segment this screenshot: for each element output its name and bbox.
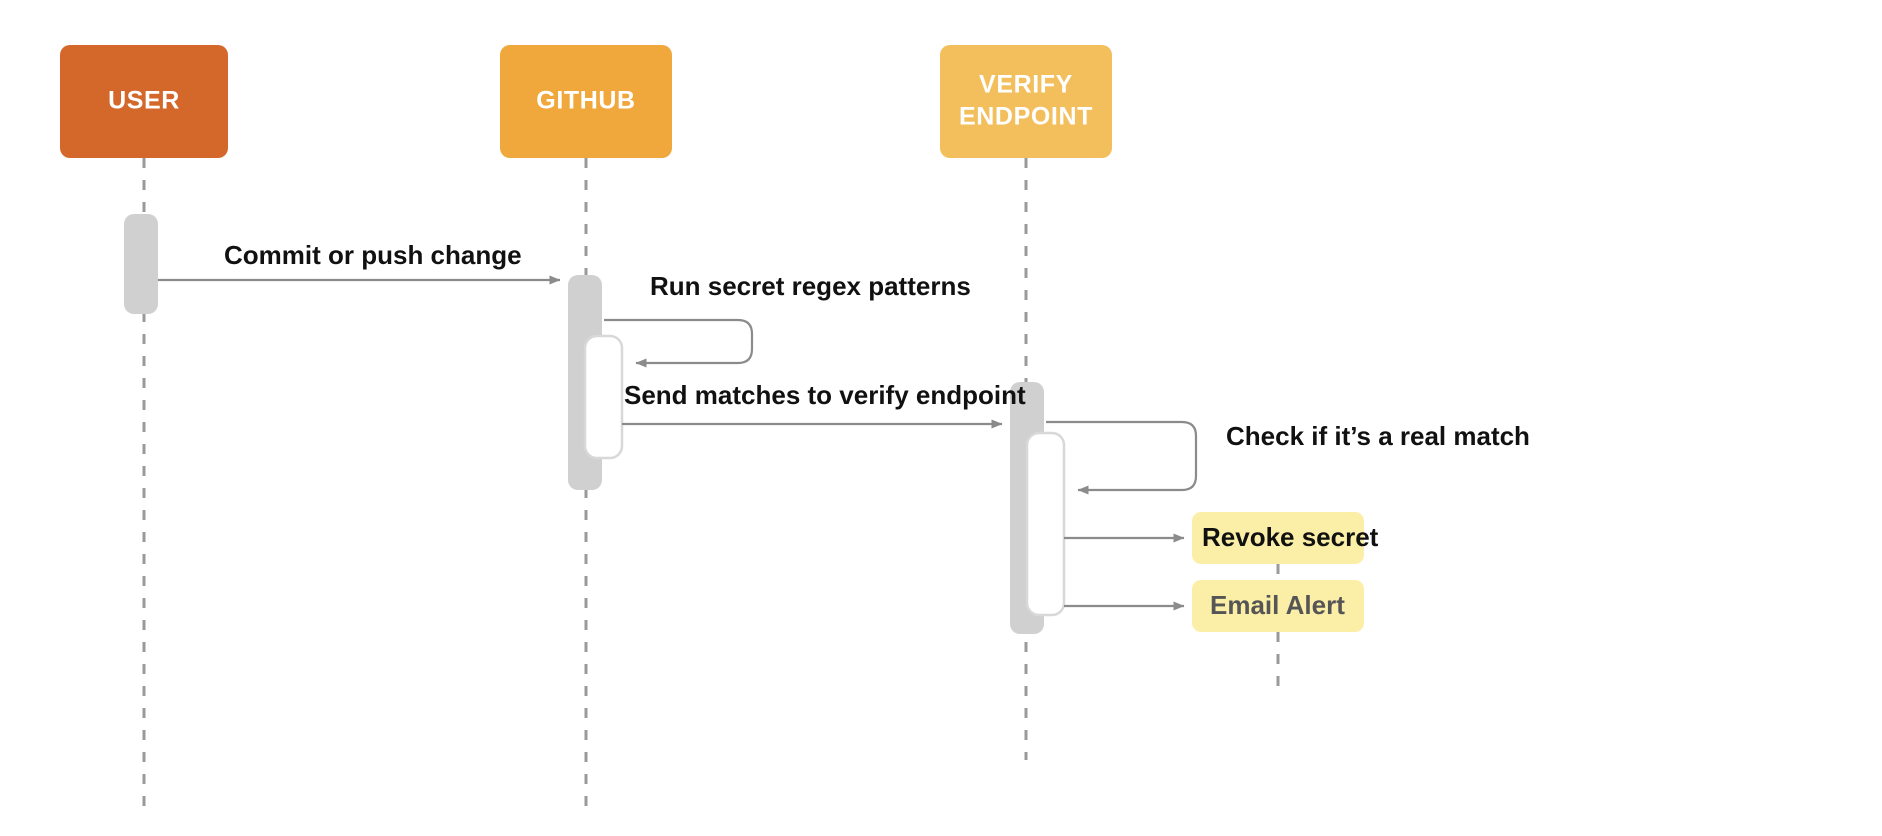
actor-box-verify-endpoint[interactable] <box>940 45 1112 158</box>
activations-group <box>124 214 1066 634</box>
label-check-if-its-a-real-match: Check if it’s a real match <box>1226 421 1530 451</box>
lifelines-group <box>142 158 1280 810</box>
label-run-secret-regex-patterns: Run secret regex patterns <box>650 271 971 301</box>
actor-box-github[interactable] <box>500 45 672 158</box>
actor-box-user[interactable] <box>60 45 228 158</box>
arrow-run-secret-regex-patterns[interactable] <box>604 318 754 368</box>
actor-label-verify-endpoint-line2: ENDPOINT <box>959 103 1093 131</box>
label-send-matches-to-verify-endpoint: Send matches to verify endpoint <box>624 380 1026 410</box>
message-labels-group: Commit or push change Run secret regex p… <box>224 240 1530 451</box>
note-box-revoke-secret[interactable] <box>1192 512 1364 564</box>
note-label-revoke-secret: Revoke secret <box>1202 522 1379 552</box>
messages-group <box>158 275 1198 611</box>
activation-github-inner <box>583 334 624 460</box>
actor-label-verify-endpoint-line1: VERIFY <box>979 71 1073 99</box>
note-label-email-alert: Email Alert <box>1210 590 1345 620</box>
notes-group: Revoke secret Email Alert <box>1192 512 1379 632</box>
activation-verify-inner <box>1025 431 1066 617</box>
actors-group: USER GITHUB VERIFY ENDPOINT <box>60 45 1112 158</box>
actor-label-github: GITHUB <box>536 87 635 115</box>
note-box-email-alert[interactable] <box>1192 580 1364 632</box>
activation-user <box>124 214 158 314</box>
actor-label-user: USER <box>108 87 180 115</box>
arrow-check-if-its-a-real-match[interactable] <box>1046 420 1198 495</box>
label-commit-or-push-change: Commit or push change <box>224 240 522 270</box>
